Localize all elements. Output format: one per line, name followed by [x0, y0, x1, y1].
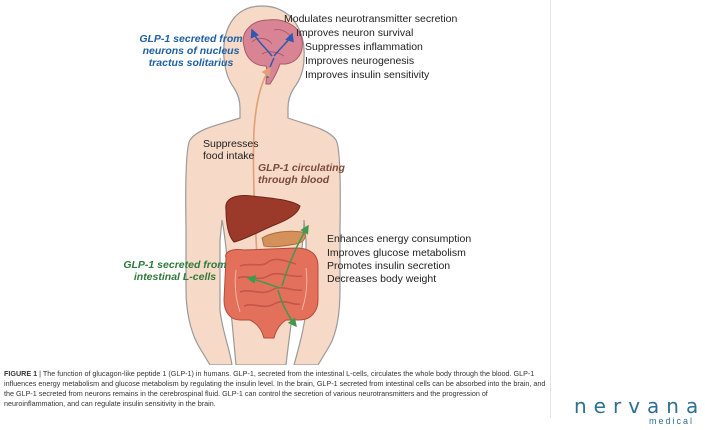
gut-glp1-arrow-left	[246, 275, 281, 289]
gut-effect-item: Promotes insulin secretion	[327, 260, 451, 272]
brand-name: nervana	[574, 394, 705, 418]
label-line: tractus solitarius	[148, 57, 234, 69]
label-line: GLP-1 secreted from	[139, 33, 243, 45]
brain-glp1-arrow-left	[250, 28, 273, 57]
blood-circulation-arrow	[252, 66, 271, 281]
label-line: intestinal L-cells	[133, 271, 217, 283]
brain-effect-item: Improves neurogenesis	[305, 55, 415, 67]
gut-effect-item: Decreases body weight	[327, 273, 437, 285]
gut-effect-item: Enhances energy consumption	[327, 233, 472, 245]
figure-caption: FIGURE 1 | The function of glucagon-like…	[4, 369, 546, 409]
label-line: food intake	[203, 150, 255, 162]
gut-glp1-arrow-up	[281, 224, 309, 287]
gut-effect-item: Improves glucose metabolism	[327, 247, 466, 259]
brain-glp1-arrow-right	[273, 32, 294, 57]
body-illustration	[185, 5, 341, 365]
gut-glp1-source-label: GLP-1 secreted from intestinal L-cells	[120, 259, 230, 283]
brain-glp1-source-label: GLP-1 secreted from neurons of nucleus t…	[136, 33, 246, 69]
brain-effect-item: Improves neuron survival	[296, 27, 414, 39]
label-line: neurons of nucleus	[142, 45, 240, 57]
body-silhouette	[185, 5, 341, 365]
label-line: GLP-1 secreted from	[123, 259, 227, 271]
circulating-label: GLP-1 circulating through blood	[258, 162, 345, 186]
brand-logo: nervana medical	[574, 394, 705, 426]
brand-tagline: medical	[648, 416, 694, 426]
brain-effect-item: Modulates neurotransmitter secretion	[284, 13, 458, 25]
gut-glp1-arrow-down	[277, 289, 297, 328]
brain-effect-item: Improves insulin sensitivity	[305, 69, 430, 81]
figure-label: FIGURE 1	[4, 369, 38, 378]
appetite-effect-label: Suppresses food intake	[203, 138, 258, 162]
label-line: Suppresses	[203, 138, 259, 150]
label-line: through blood	[258, 174, 330, 186]
label-line: GLP-1 circulating	[258, 162, 345, 174]
pancreas-icon	[261, 230, 306, 248]
brain-effect-item: Suppresses inflammation	[305, 41, 423, 53]
liver-icon	[225, 195, 301, 243]
figure-panel: Modulates neurotransmitter secretion Imp…	[4, 0, 551, 418]
caption-text: | The function of glucagon-like peptide …	[4, 369, 546, 408]
